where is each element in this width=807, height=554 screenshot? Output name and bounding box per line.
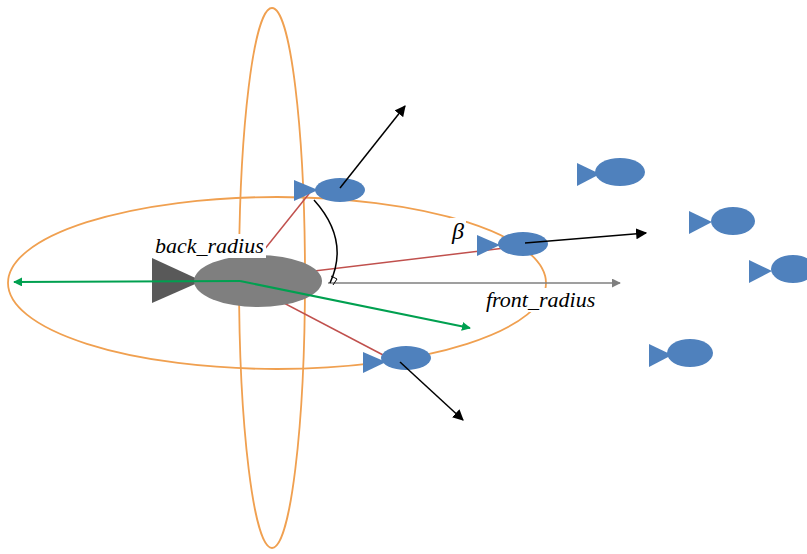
- back-radius-arrow: [14, 281, 240, 282]
- neighbour-fish: [477, 232, 548, 256]
- front-radius-arrow: [328, 282, 620, 284]
- school-fish: [689, 207, 755, 235]
- axis-label: β: [450, 218, 466, 244]
- school-fish: [577, 158, 645, 186]
- heading-arrow: [400, 362, 463, 420]
- school-fish: [749, 255, 807, 283]
- heading-arrow: [525, 233, 646, 243]
- school-fish: [649, 339, 713, 367]
- angle-arc: [314, 200, 337, 283]
- radius-arrow: [240, 281, 470, 328]
- axis-label: front_radius: [484, 288, 597, 312]
- angle-tick: [331, 276, 337, 285]
- axis-label: back_radius: [153, 234, 266, 258]
- neighbour-fish: [294, 178, 365, 202]
- neighbour-fish: [363, 346, 431, 373]
- heading-arrow: [340, 106, 405, 188]
